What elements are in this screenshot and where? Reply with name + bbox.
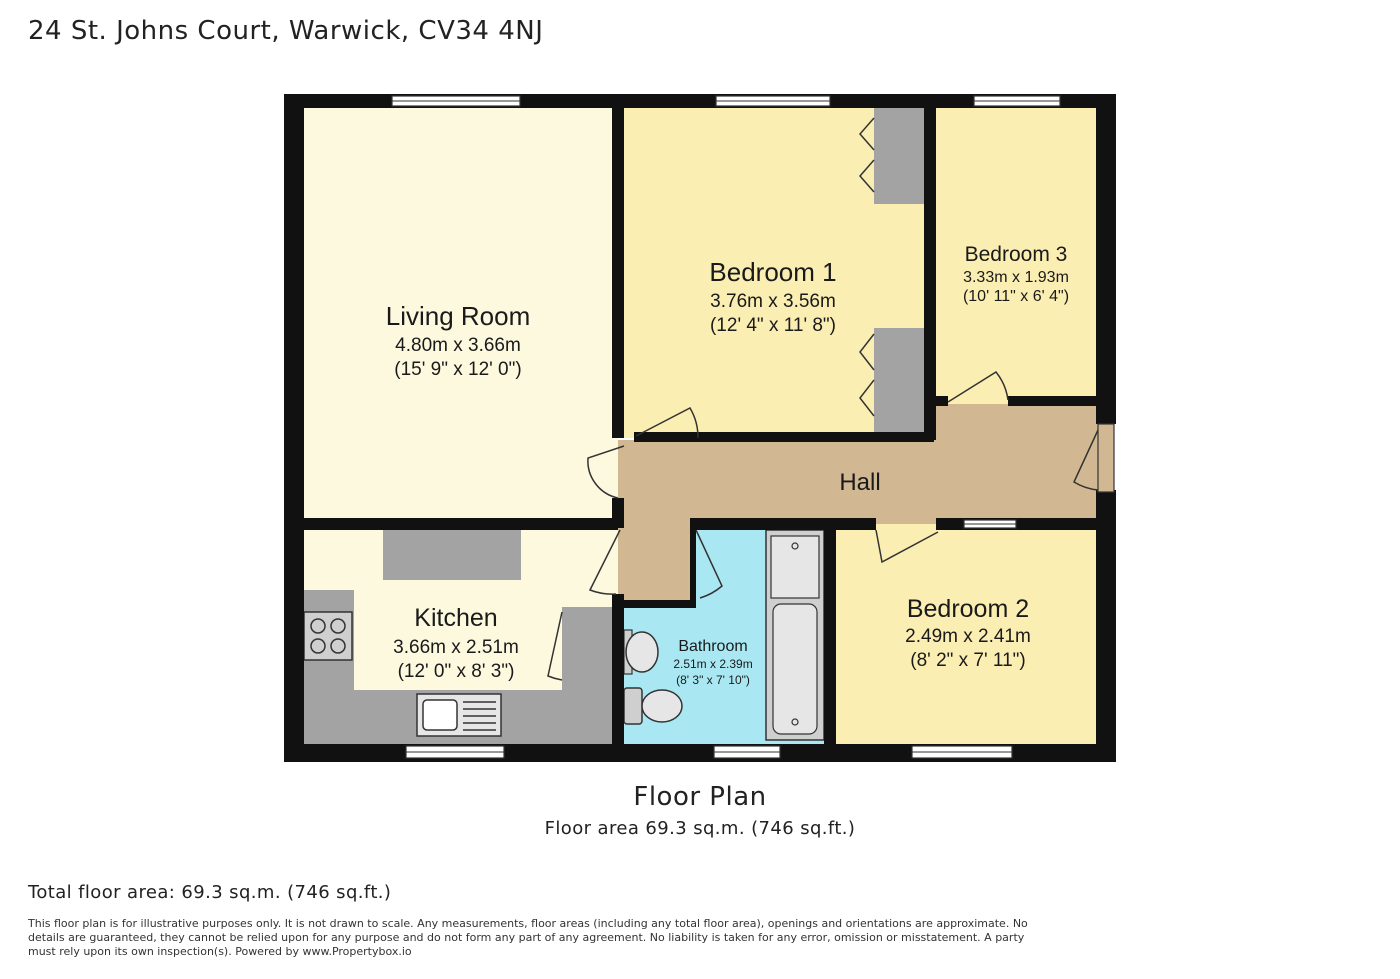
room-size-imperial: (12' 4" x 11' 8") — [710, 315, 836, 336]
door-icon — [875, 529, 939, 564]
living-room-floor — [298, 108, 618, 524]
room-size-imperial: (10' 11" x 6' 4") — [963, 288, 1069, 305]
sink-icon — [416, 693, 502, 737]
window-lines — [392, 100, 1060, 753]
total-floor-area: Total floor area: 69.3 sq.m. (746 sq.ft.… — [28, 882, 392, 903]
room-size-imperial: (8' 3" x 7' 10") — [676, 673, 750, 687]
room-name: Hall — [839, 469, 880, 496]
room-name: Bedroom 1 — [709, 257, 836, 287]
door-icon — [588, 529, 621, 595]
door-swings — [547, 371, 1099, 681]
room-size-imperial: (15' 9" x 12' 0") — [394, 359, 521, 380]
caption-title: Floor Plan — [633, 782, 767, 812]
room-size-metric: 3.33m x 1.93m — [963, 269, 1069, 286]
property-address: 24 St. Johns Court, Warwick, CV34 4NJ — [28, 16, 544, 46]
disclaimer: This floor plan is for illustrative purp… — [28, 917, 1028, 958]
bedroom2-floor — [830, 524, 1102, 744]
room-size-metric: 4.80m x 3.66m — [395, 335, 521, 356]
room-name: Living Room — [386, 301, 531, 331]
wardrobe — [874, 328, 926, 432]
wardrobe — [874, 108, 926, 204]
door-icon — [695, 529, 723, 599]
toilet-icon — [623, 687, 683, 725]
wardrobe-door-icon — [859, 333, 875, 417]
room-name: Kitchen — [414, 604, 497, 632]
hob-icon — [303, 611, 353, 661]
basin-icon — [623, 629, 659, 675]
door-icon — [947, 371, 1009, 403]
kitchen-cabinet — [383, 530, 521, 580]
kitchen-worktop — [562, 607, 618, 707]
hall-floor — [618, 404, 1102, 600]
room-name: Bedroom 2 — [907, 595, 1029, 623]
room-size-metric: 3.76m x 3.56m — [710, 291, 836, 312]
door-icon — [587, 445, 625, 499]
room-size-imperial: (8' 2" x 7' 11") — [910, 650, 1025, 671]
room-size-metric: 2.49m x 2.41m — [905, 626, 1031, 647]
bath-icon — [765, 529, 825, 741]
bedroom3-floor — [934, 108, 1102, 404]
room-size-metric: 2.51m x 2.39m — [673, 657, 752, 671]
room-name: Bedroom 3 — [965, 243, 1068, 266]
door-icon — [1073, 429, 1099, 491]
wardrobe-door-icon — [859, 117, 875, 193]
room-size-imperial: (12' 0" x 8' 3") — [398, 661, 515, 682]
room-name: Bathroom — [678, 638, 747, 655]
room-size-metric: 3.66m x 2.51m — [393, 637, 519, 658]
door-icon — [635, 407, 699, 439]
caption-floor-area: Floor area 69.3 sq.m. (746 sq.ft.) — [544, 818, 856, 839]
door-icon — [547, 611, 563, 681]
